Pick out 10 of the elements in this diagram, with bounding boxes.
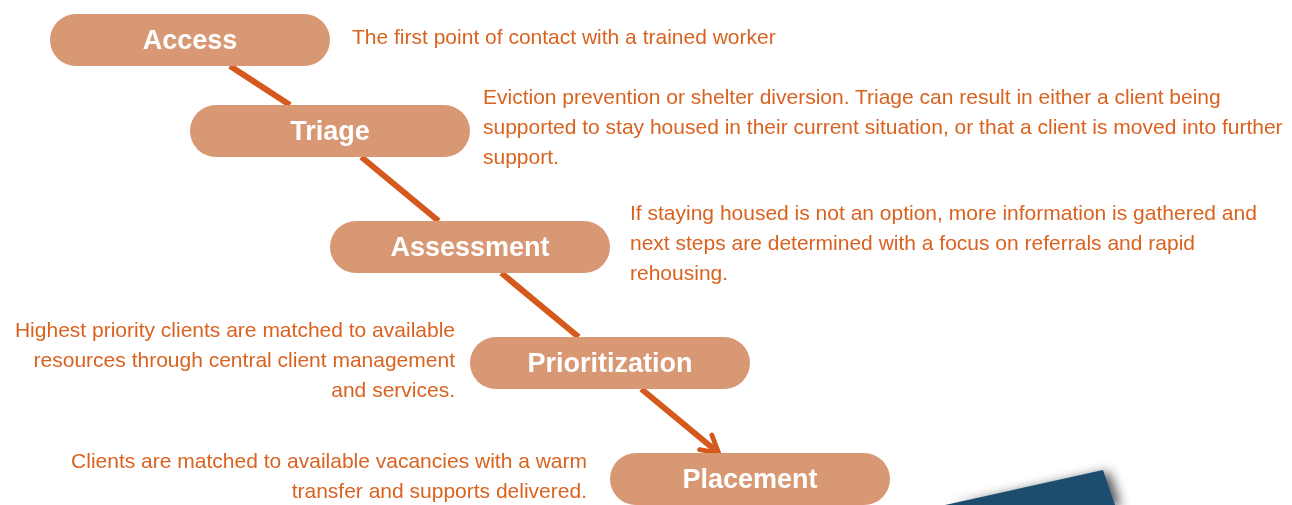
stage-description: Eviction prevention or shelter diversion. Triage can result in either a client being supported to stay housed in their current situation, or that a client is moved into further support. bbox=[483, 84, 1283, 170]
stage-description: Clients are matched to available vacancies with a warm transfer and supports delivered. bbox=[70, 448, 587, 504]
stage-description: The first point of contact with a trained worker bbox=[352, 24, 777, 50]
stage-pill: Triage bbox=[190, 105, 470, 157]
stage-description: If staying housed is not an option, more information is gathered and next steps are determined with a focus on referrals and rapid rehousing. bbox=[630, 200, 1258, 286]
stage-description: Highest priority clients are matched to available resources through central client management and services. bbox=[13, 317, 455, 403]
stage-pill: Prioritization bbox=[470, 337, 750, 389]
stage-pill: Assessment bbox=[330, 221, 610, 273]
stage-pill: Placement bbox=[610, 453, 890, 505]
stage-pill: Access bbox=[50, 14, 330, 66]
